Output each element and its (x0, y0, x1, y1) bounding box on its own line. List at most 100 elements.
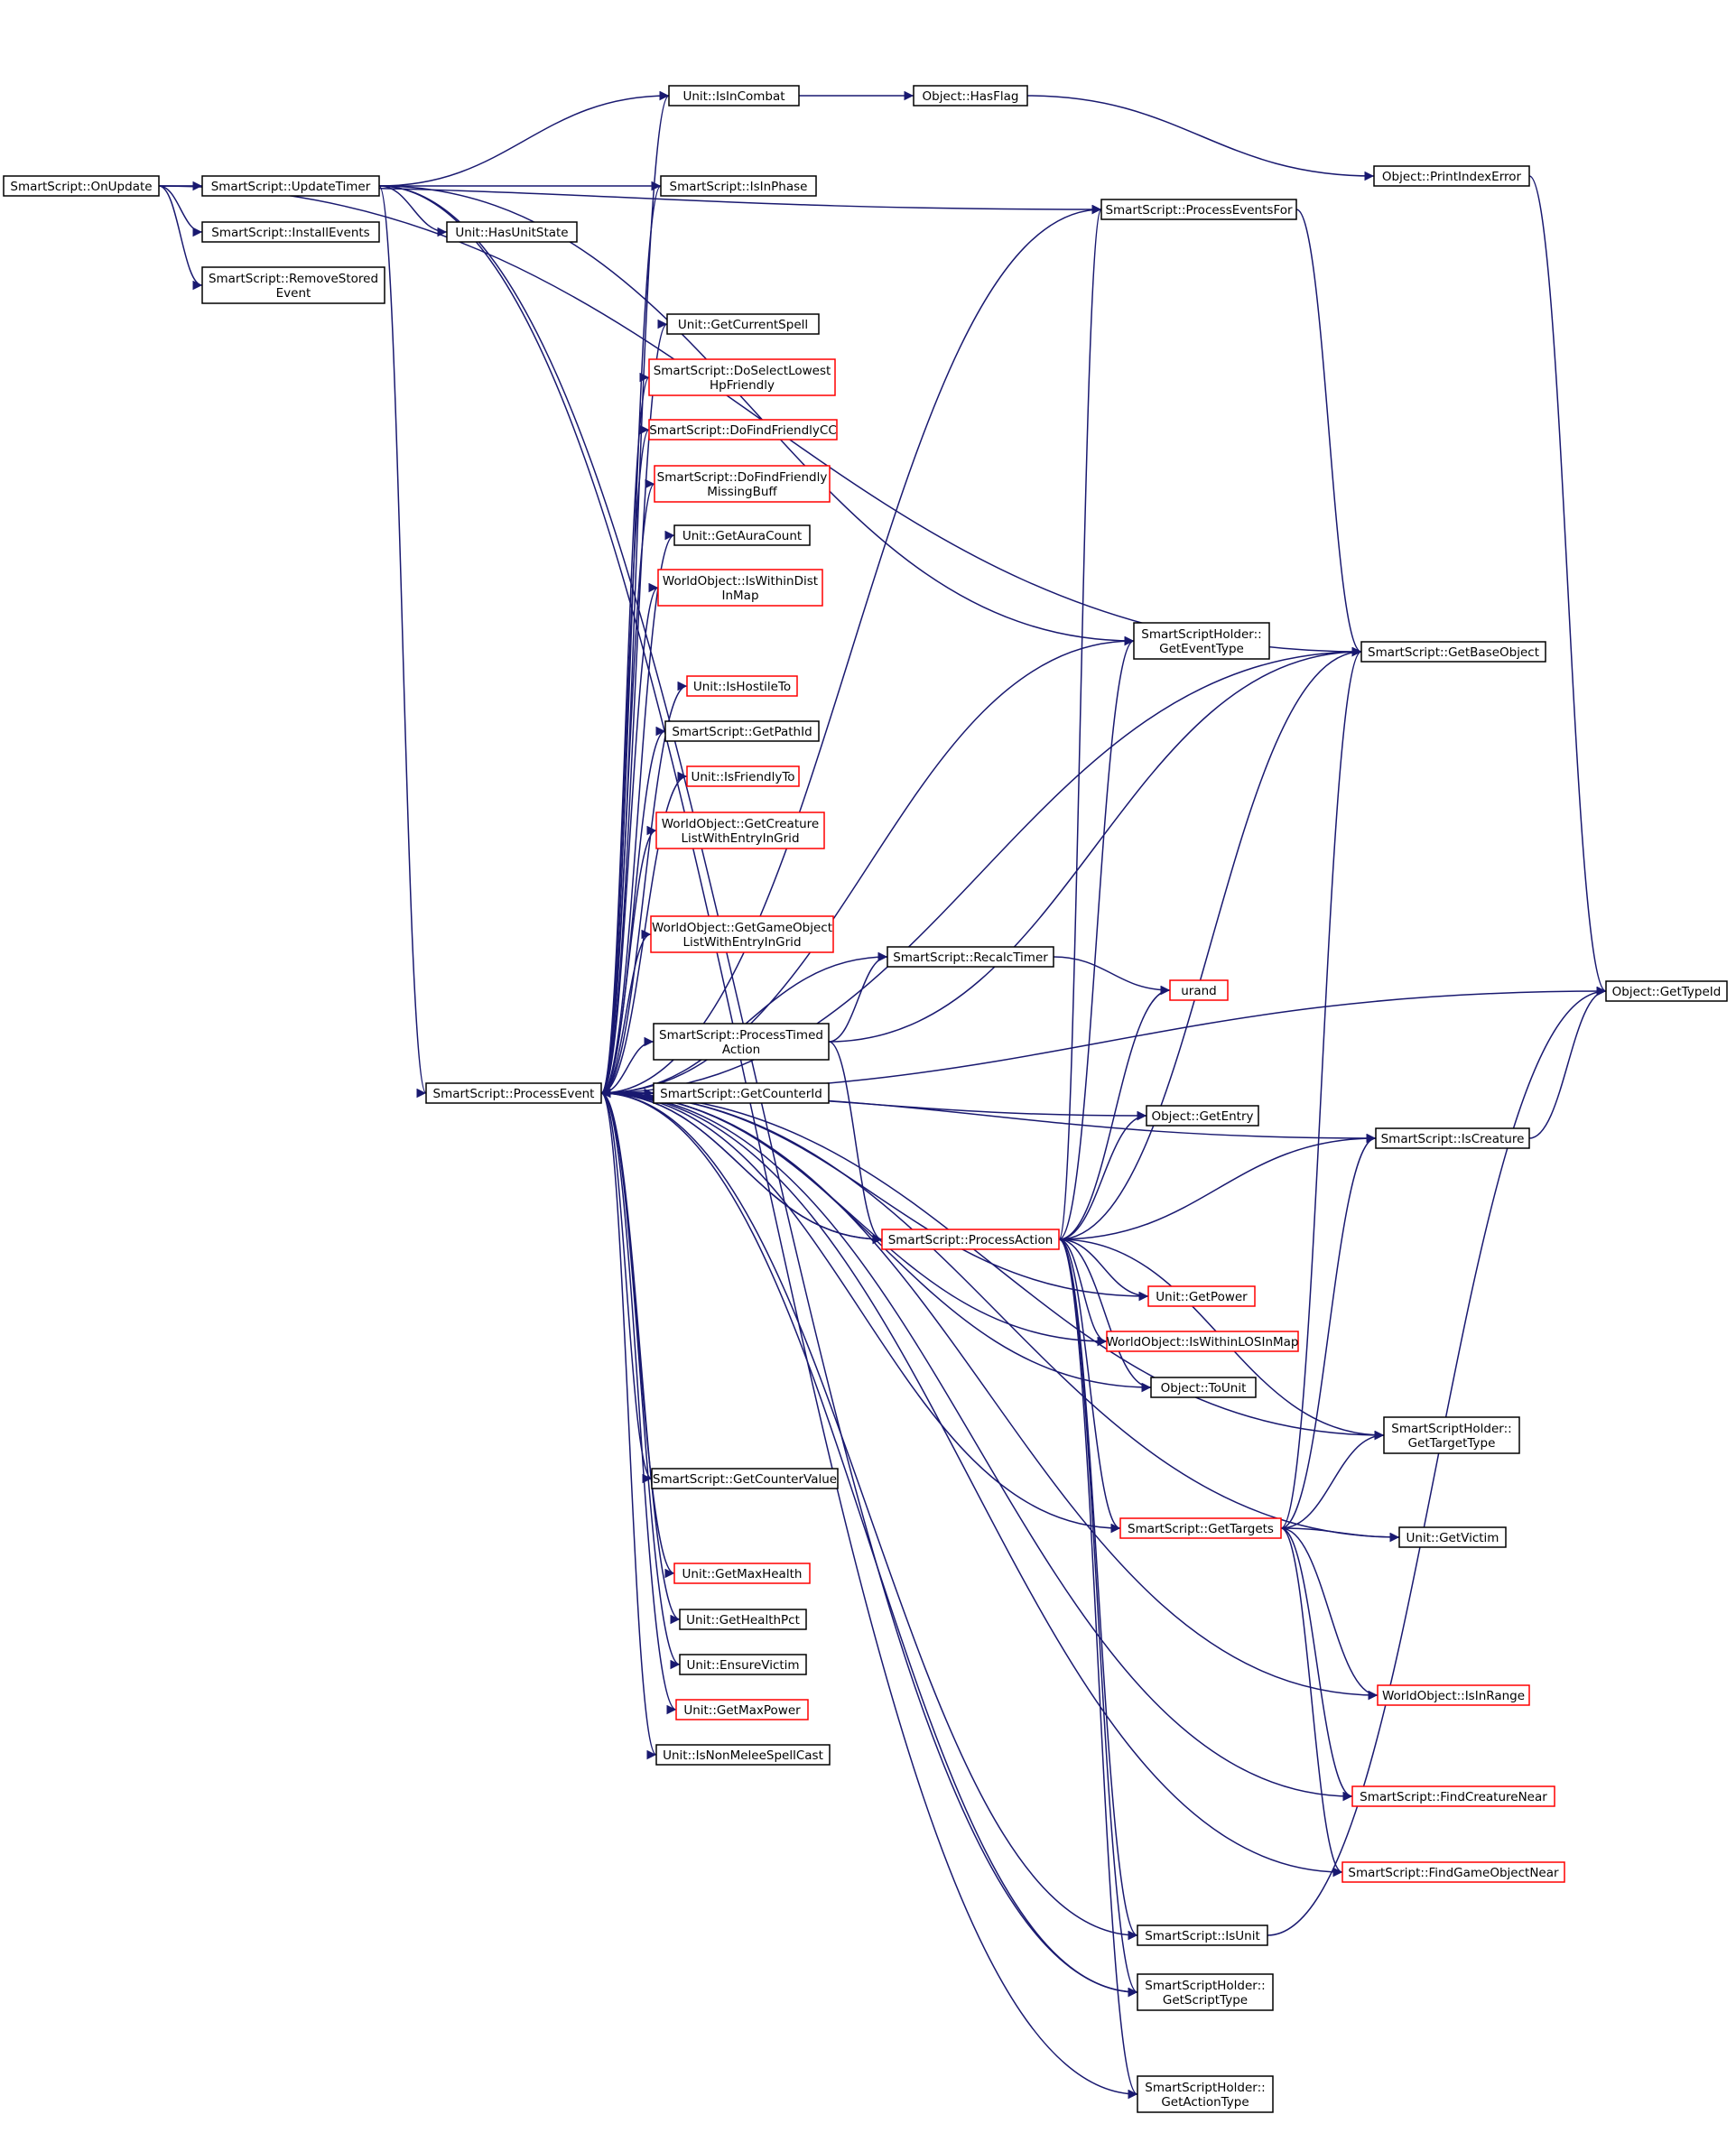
node-box (1383, 1416, 1520, 1454)
node-dofindfriendlycc[interactable]: SmartScript::DoFindFriendlyCC (648, 419, 838, 441)
node-ensurevictim[interactable]: Unit::EnsureVictim (679, 1654, 807, 1675)
node-label: SmartScriptHolder:: (1145, 2081, 1265, 2095)
node-box (1106, 1331, 1299, 1352)
node-getbaseobject[interactable]: SmartScript::GetBaseObject (1360, 641, 1546, 663)
node-getvictim[interactable]: Unit::GetVictim (1398, 1526, 1507, 1548)
node-getcounterid[interactable]: SmartScript::GetCounterId (653, 1082, 830, 1104)
node-getpathid[interactable]: SmartScript::GetPathId (664, 720, 820, 742)
edge-processevent-to-findcreaturenear (600, 1092, 1353, 1802)
node-getentry[interactable]: Object::GetEntry (1146, 1105, 1259, 1127)
node-box (668, 85, 800, 107)
node-processevent[interactable]: SmartScript::ProcessEvent (425, 1082, 602, 1104)
node-getcurrentspell[interactable]: Unit::GetCurrentSpell (666, 313, 820, 335)
edge-processevent-to-isnonmelee (600, 1092, 657, 1759)
edge-processevent-to-gettargettype (600, 1092, 1385, 1441)
node-label: Unit::GetCurrentSpell (678, 318, 808, 332)
node-box (201, 266, 385, 304)
node-label: SmartScript::FindGameObjectNear (1348, 1866, 1559, 1880)
node-box (660, 175, 817, 197)
node-box (913, 85, 1028, 107)
node-getcreaturelist[interactable]: WorldObject::GetCreatureListWithEntryInG… (655, 811, 825, 849)
node-box (1375, 1127, 1530, 1149)
node-box (686, 675, 798, 697)
node-printindexerror[interactable]: Object::PrintIndexError (1373, 165, 1530, 187)
node-box (881, 1229, 1060, 1250)
edge-processevent-to-ensurevictim (600, 1092, 681, 1670)
node-box (1377, 1684, 1530, 1706)
edge-updatetimer-to-geteventtype (378, 185, 1135, 646)
node-ishostileto[interactable]: Unit::IsHostileTo (686, 675, 798, 697)
node-box (1169, 979, 1229, 1001)
node-getscripttype[interactable]: SmartScriptHolder::GetScriptType (1137, 1973, 1274, 2011)
node-box (675, 1699, 809, 1720)
edge-processevent-to-dofindfriendlymissing (600, 479, 655, 1094)
edge-processevent-to-gethealthpct (600, 1092, 681, 1625)
node-isincombat[interactable]: Unit::IsInCombat (668, 85, 800, 107)
node-urand[interactable]: urand (1169, 979, 1229, 1001)
node-getmaxhealth[interactable]: Unit::GetMaxHealth (673, 1563, 811, 1584)
node-label: WorldObject::GetGameObject (652, 921, 832, 935)
node-tounit[interactable]: Object::ToUnit (1150, 1377, 1257, 1398)
node-box (679, 1609, 807, 1630)
node-processeventsfor[interactable]: SmartScript::ProcessEventsFor (1100, 199, 1297, 220)
edge-processtimedaction-to-recalctimer (828, 951, 888, 1043)
edge-processaction-to-gettargets (1058, 1238, 1121, 1534)
edge-processeventsfor-to-getbaseobject (1295, 209, 1362, 657)
node-getcountervalue[interactable]: SmartScript::GetCounterValue (651, 1468, 839, 1489)
node-box (655, 811, 825, 849)
node-box (1133, 622, 1270, 660)
edge-processaction-to-getactiontype (1058, 1238, 1138, 2099)
node-hasunitstate[interactable]: Unit::HasUnitState (446, 221, 578, 243)
node-box (673, 1563, 811, 1584)
node-label: GetTargetType (1408, 1436, 1496, 1451)
node-label: InMap (721, 589, 758, 603)
edge-processtimedaction-to-processaction (828, 1041, 883, 1245)
node-gettargettype[interactable]: SmartScriptHolder::GetTargetType (1383, 1416, 1520, 1454)
node-gethealthpct[interactable]: Unit::GetHealthPct (679, 1609, 807, 1630)
node-getactiontype[interactable]: SmartScriptHolder::GetActionType (1137, 2075, 1274, 2113)
edge-gettargets-to-findcreaturenear (1280, 1527, 1353, 1802)
node-isinphase[interactable]: SmartScript::IsInPhase (660, 175, 817, 197)
node-installevents[interactable]: SmartScript::InstallEvents (201, 221, 380, 243)
node-box (1147, 1285, 1256, 1307)
node-getmaxpower[interactable]: Unit::GetMaxPower (675, 1699, 809, 1720)
node-iscreature[interactable]: SmartScript::IsCreature (1375, 1127, 1530, 1149)
node-label: Unit::IsFriendlyTo (691, 770, 794, 784)
node-label: Object::PrintIndexError (1382, 170, 1522, 184)
edge-iscreature-to-gettypeid (1528, 986, 1607, 1139)
node-label: WorldObject::IsInRange (1382, 1689, 1525, 1703)
node-findcreaturenear[interactable]: SmartScript::FindCreatureNear (1351, 1785, 1555, 1807)
node-onupdate: SmartScript::OnUpdate (3, 175, 160, 197)
node-recalctimer[interactable]: SmartScript::RecalcTimer (887, 946, 1054, 968)
node-getgameobjectlist[interactable]: WorldObject::GetGameObjectListWithEntryI… (650, 915, 834, 953)
node-gettargets[interactable]: SmartScript::GetTargets (1119, 1517, 1282, 1539)
node-box (3, 175, 160, 197)
node-isnonmelee[interactable]: Unit::IsNonMeleeSpellCast (655, 1744, 831, 1766)
node-getpower[interactable]: Unit::GetPower (1147, 1285, 1256, 1307)
node-getauracount[interactable]: Unit::GetAuraCount (673, 524, 811, 546)
node-isfriendlyto[interactable]: Unit::IsFriendlyTo (686, 765, 800, 787)
node-label: Unit::GetMaxPower (683, 1703, 801, 1718)
edge-processevent-to-isinrange (600, 1092, 1379, 1701)
node-gettypeid[interactable]: Object::GetTypeId (1605, 980, 1728, 1002)
node-hasflag[interactable]: Object::HasFlag (913, 85, 1028, 107)
node-findgameobjectnear[interactable]: SmartScript::FindGameObjectNear (1341, 1861, 1565, 1883)
node-geteventtype[interactable]: SmartScriptHolder::GetEventType (1133, 622, 1270, 660)
edge-gettargets-to-findgameobjectnear (1280, 1527, 1343, 1878)
node-iswithinlos[interactable]: WorldObject::IsWithinLOSInMap (1106, 1331, 1299, 1352)
node-isunit[interactable]: SmartScript::IsUnit (1137, 1924, 1268, 1946)
edge-processevent-to-getcountervalue (600, 1092, 653, 1484)
node-updatetimer[interactable]: SmartScript::UpdateTimer (201, 175, 380, 197)
node-label: Unit::GetVictim (1406, 1531, 1499, 1545)
node-isinrange[interactable]: WorldObject::IsInRange (1377, 1684, 1530, 1706)
node-processaction[interactable]: SmartScript::ProcessAction (881, 1229, 1060, 1250)
node-label: SmartScript::GetCounterValue (653, 1472, 837, 1487)
node-box (1341, 1861, 1565, 1883)
node-label: SmartScript::GetBaseObject (1368, 645, 1539, 660)
node-label: HpFriendly (710, 378, 775, 393)
